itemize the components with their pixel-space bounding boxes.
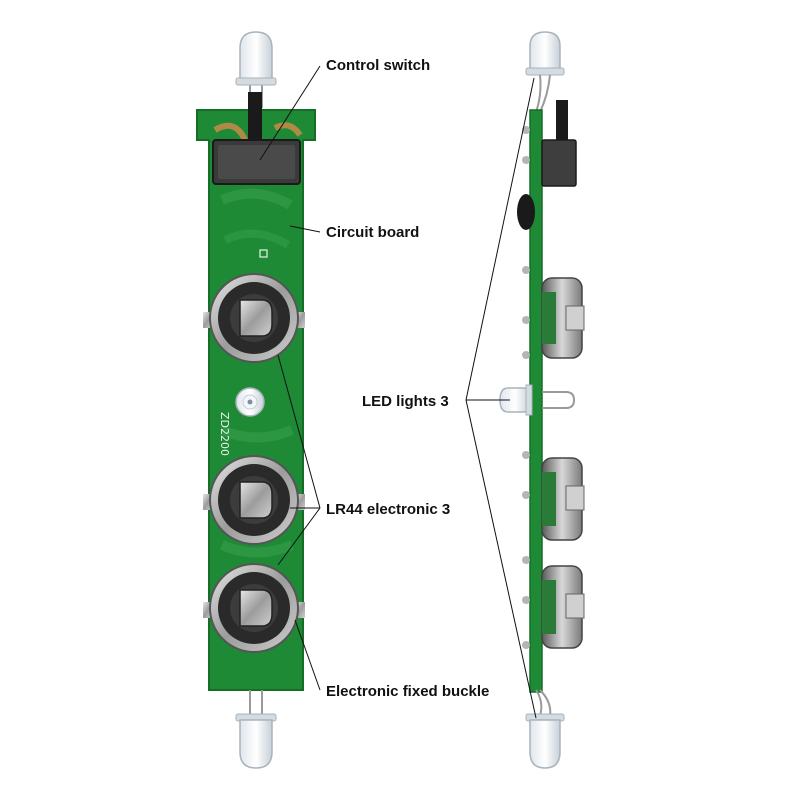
- side-battery-3: [541, 565, 585, 649]
- leader-control-switch: [259, 65, 321, 161]
- side-battery-1: [541, 277, 585, 359]
- front-view: ZD2200: [196, 31, 316, 769]
- leader-led-top: [465, 77, 535, 401]
- front-battery-3: [203, 563, 305, 653]
- label-circuit-board: Circuit board: [326, 224, 419, 241]
- front-middle-led: [235, 387, 265, 417]
- callout-labels: Control switch Circuit board LED lights …: [326, 57, 489, 700]
- side-top-led: [525, 31, 565, 113]
- side-middle-led: [499, 384, 576, 416]
- front-battery-1: [203, 273, 305, 363]
- side-battery-2: [541, 457, 585, 541]
- front-control-switch: [212, 92, 301, 185]
- side-solder-joints: [522, 126, 530, 649]
- leader-lines: [259, 65, 537, 719]
- label-control-switch: Control switch: [326, 57, 430, 74]
- label-buckle: Electronic fixed buckle: [326, 683, 489, 700]
- front-bottom-led: [235, 690, 277, 769]
- side-transistor: [517, 194, 535, 230]
- label-lr44: LR44 electronic 3: [326, 501, 450, 518]
- board-marking: ZD2200: [218, 412, 231, 456]
- front-top-led: [235, 31, 277, 108]
- leader-led-bottom: [465, 399, 537, 719]
- leader-lr44-1: [277, 354, 321, 509]
- leader-lr44-3: [277, 507, 321, 566]
- side-bottom-led: [525, 689, 565, 769]
- leader-circuit-board: [289, 225, 321, 233]
- front-battery-2: [203, 455, 305, 545]
- label-led-lights: LED lights 3: [362, 393, 449, 410]
- side-control-switch: [541, 100, 577, 187]
- leader-buckle: [294, 619, 321, 691]
- side-view: [499, 31, 585, 769]
